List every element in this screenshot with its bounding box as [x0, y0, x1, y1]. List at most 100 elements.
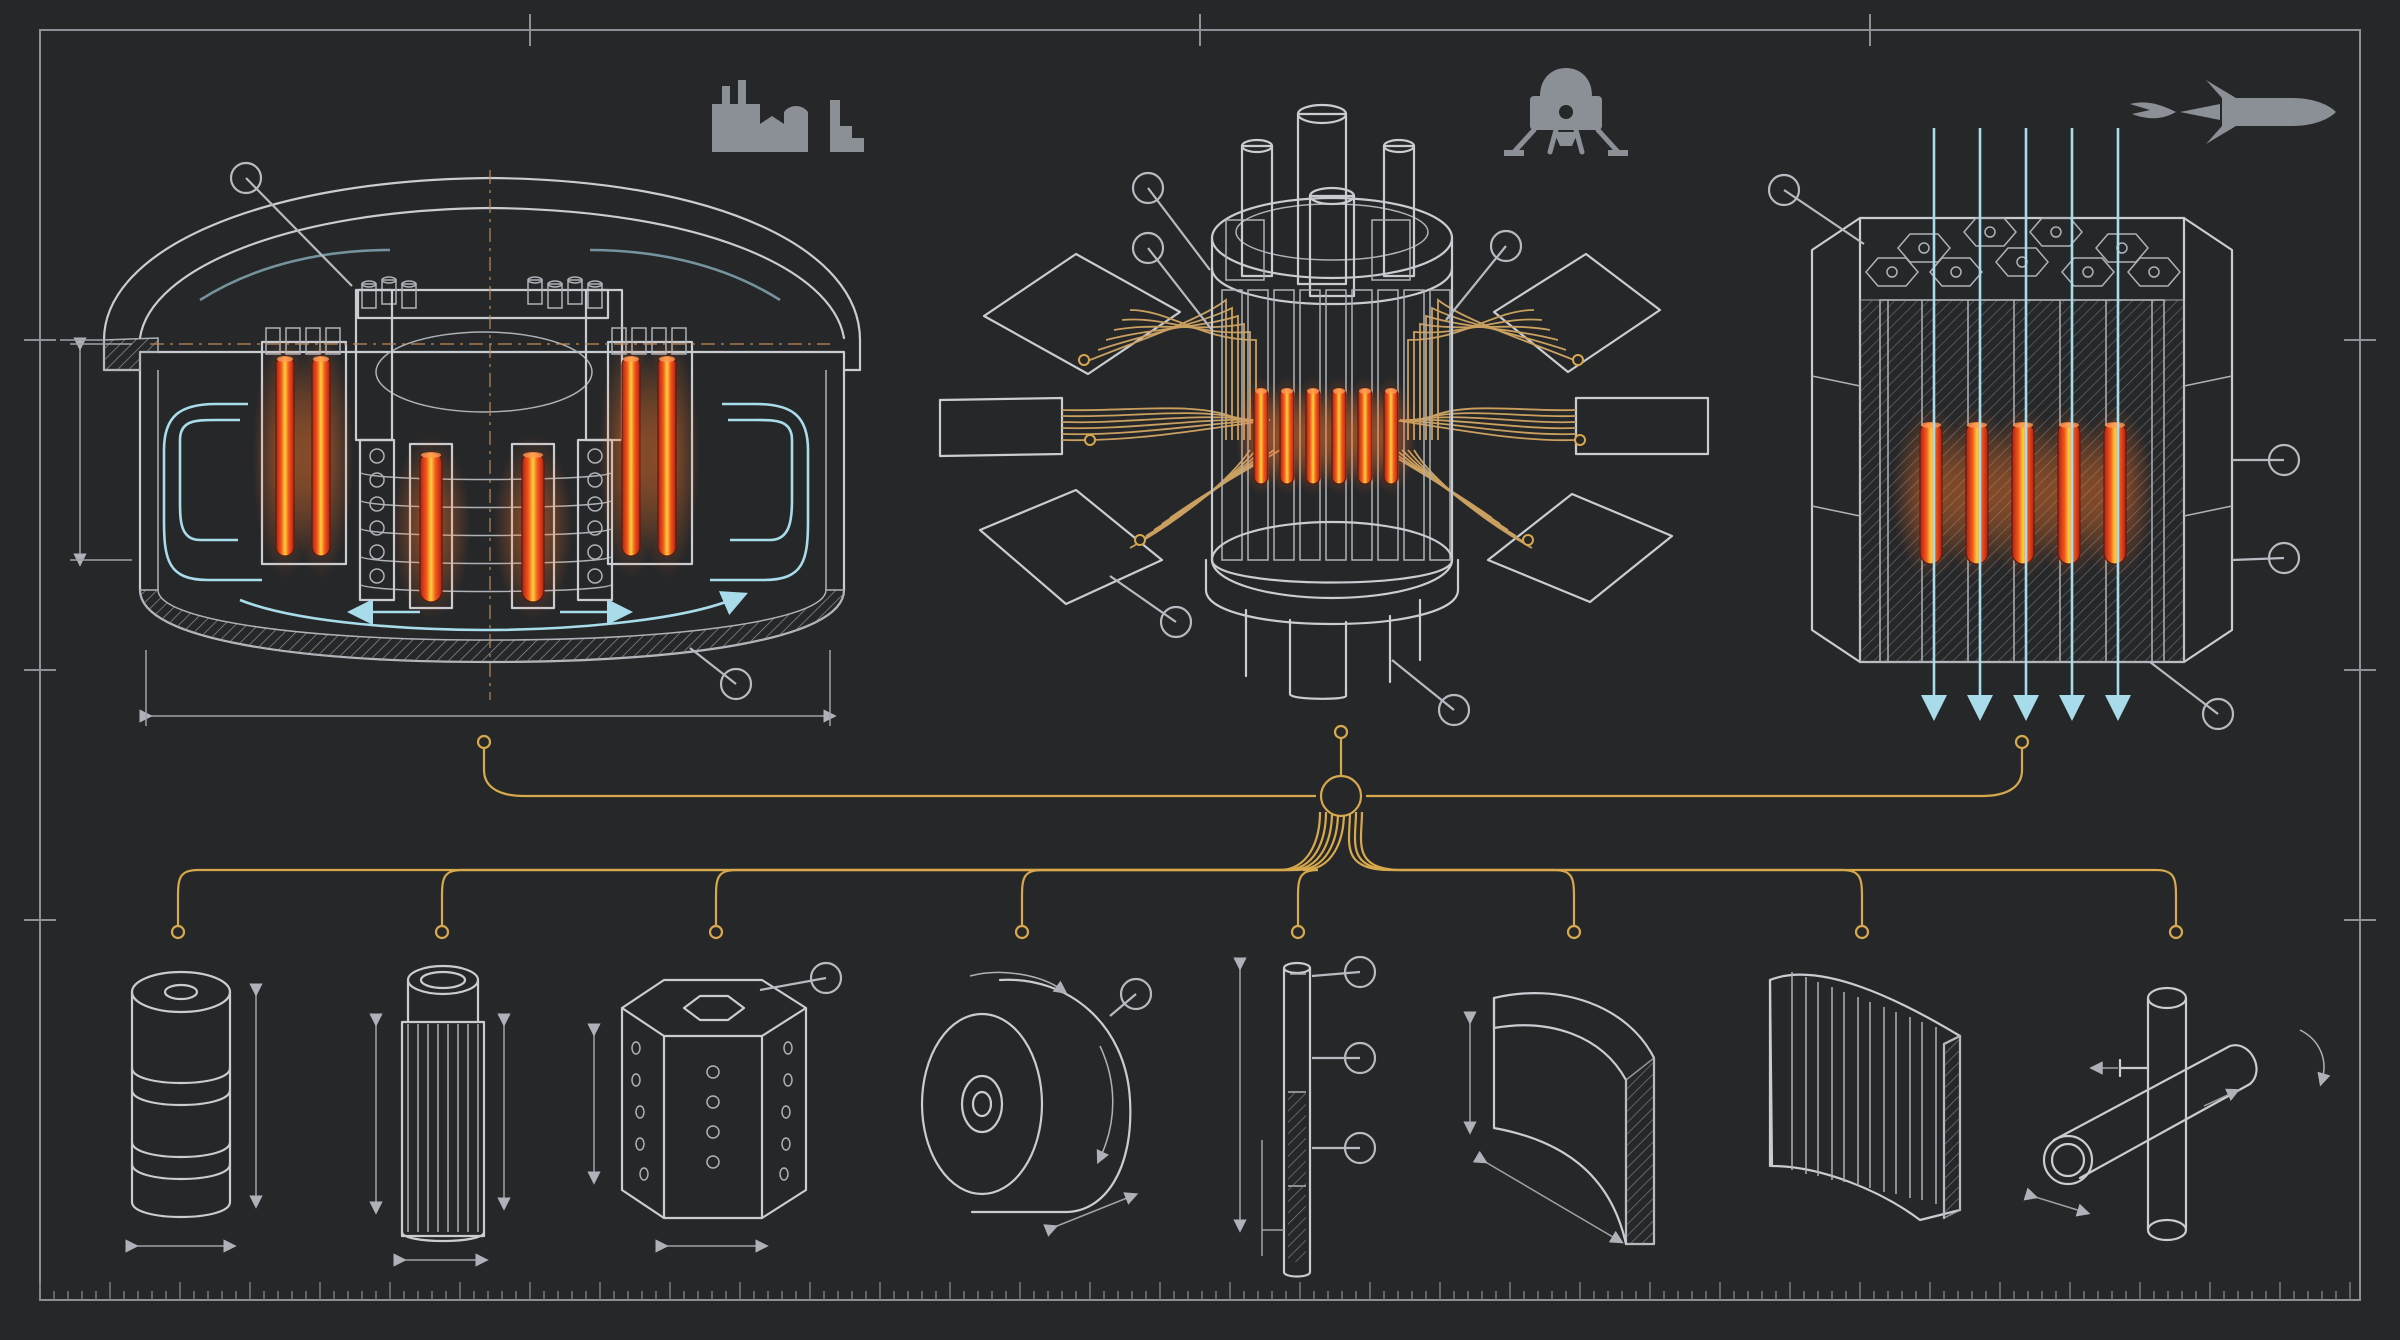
heat-pipe-line [1417, 412, 1577, 421]
branch-node [170, 924, 186, 940]
radiator-panel [982, 252, 1182, 376]
callout-pipe-top-leader [1311, 970, 1361, 978]
branch-node [1290, 924, 1306, 940]
branch-line [1020, 811, 1340, 926]
prismatic-block-reactor [1810, 128, 2234, 721]
radiator-panel [938, 396, 1064, 458]
prism-top-hex [2127, 257, 2181, 287]
hex-hole [639, 1167, 649, 1181]
hub-rod [401, 283, 417, 309]
prism-hole [1886, 266, 1898, 278]
stack-hole [369, 520, 385, 536]
fuel-rod-cap [2059, 422, 2079, 428]
connector-hub [1319, 774, 1363, 818]
prism-fuel-compacts [1891, 404, 2155, 582]
bottom-ruler [39, 1282, 2351, 1300]
fuel-rod-cap [1255, 388, 1267, 394]
prism-hole [1918, 242, 1930, 254]
callout-hp-base [1437, 693, 1471, 727]
prism-top-hex [2029, 217, 2083, 247]
hub-rod [587, 283, 603, 309]
branch-node [708, 924, 724, 940]
hub-rod-top [361, 280, 377, 288]
prism-hole [2050, 226, 2062, 238]
heat-pipe-end [1522, 534, 1534, 546]
radiator-panel [1574, 396, 1710, 456]
radiator-panel [1486, 492, 1674, 604]
hex-hole [706, 1125, 720, 1139]
fuel-rod-cap [1333, 388, 1345, 394]
heat-pipe-line [1061, 416, 1253, 424]
stack-ring [359, 532, 613, 565]
hex-hole [781, 1137, 791, 1151]
prism-top-hex [2061, 257, 2115, 287]
callout-prism-base [2201, 697, 2235, 731]
branch-node [434, 924, 450, 940]
stack-hole [587, 568, 603, 584]
fuel-rod-cap [1281, 388, 1293, 394]
drum-ribs [1791, 972, 1937, 1204]
branch-node [1854, 924, 1870, 940]
stack-hole [369, 448, 385, 464]
callout-disc-leader [1109, 993, 1137, 1017]
callout-hp-top [1131, 171, 1165, 205]
heat-pipe-line [1407, 309, 1535, 440]
fuel-rod-cap [1921, 422, 1941, 428]
core-base-arc [1210, 558, 1454, 584]
fuel-rod-cap [1359, 388, 1371, 394]
heat-pipe-end [1084, 434, 1096, 446]
connector-tree [170, 724, 2184, 940]
curved-reflector-segment [1463, 992, 1656, 1246]
branch-line [1296, 811, 1346, 926]
callout-hp-panel-leader [1109, 575, 1177, 623]
prism-top-blocks [1865, 217, 2181, 287]
heat-pipe-line [1393, 419, 1577, 442]
hex-hole [783, 1073, 793, 1087]
fuel-rod-cap [1307, 388, 1319, 394]
branch-node [1566, 924, 1582, 940]
hub-rod-top [587, 280, 603, 288]
branch-lines [170, 811, 2184, 940]
callout-hp-pipe-leader [1147, 247, 1213, 331]
callout-prism-top [1767, 173, 1801, 207]
heat-pipe-line [1129, 449, 1251, 549]
fuel-rod-cap [2105, 422, 2125, 428]
stack-hole [587, 520, 603, 536]
fuel-rod [1383, 387, 1399, 485]
heat-pipe-fuel-rods [1235, 376, 1417, 496]
hex-hole [783, 1041, 793, 1055]
callout-pipe-top [1343, 955, 1377, 989]
control-drum-segment [1768, 972, 1962, 1222]
hex-hole [631, 1041, 641, 1055]
hex-hole [706, 1155, 720, 1169]
heat-pipe-line [1405, 418, 1577, 430]
stack-upper-block [354, 288, 394, 442]
prism-top-hex [1865, 257, 1919, 287]
callout-disc [1119, 977, 1153, 1011]
fuel-rod-cap [1385, 388, 1397, 394]
prism-hole [2148, 266, 2160, 278]
stack-hole [369, 472, 385, 488]
heat-pipe-end [1574, 434, 1586, 446]
heat-pipe-end [1134, 534, 1146, 546]
branch-node [1014, 924, 1030, 940]
prism-hole [2082, 266, 2094, 278]
stack-hole [587, 544, 603, 560]
heat-pipe-line [1413, 449, 1533, 549]
heat-pipe-line [1411, 416, 1577, 424]
power-plant-icon [712, 80, 864, 152]
drum-rib [1791, 972, 1807, 1174]
rod-fins [400, 1024, 486, 1243]
callout-pool-lid [229, 161, 263, 195]
finned-fuel-rod [369, 964, 511, 1267]
fuel-rod [2103, 421, 2127, 565]
callout-hp-top-leader [1147, 187, 1211, 271]
heat-pipe-end [1078, 354, 1090, 366]
hub-rod-top [567, 276, 583, 284]
hub-rod-top [381, 276, 397, 284]
callout-hp-panel [1159, 605, 1193, 639]
prism-hole [1950, 266, 1962, 278]
fuel-rod-cap [1967, 422, 1987, 428]
fuel-rod-cap [659, 356, 675, 362]
